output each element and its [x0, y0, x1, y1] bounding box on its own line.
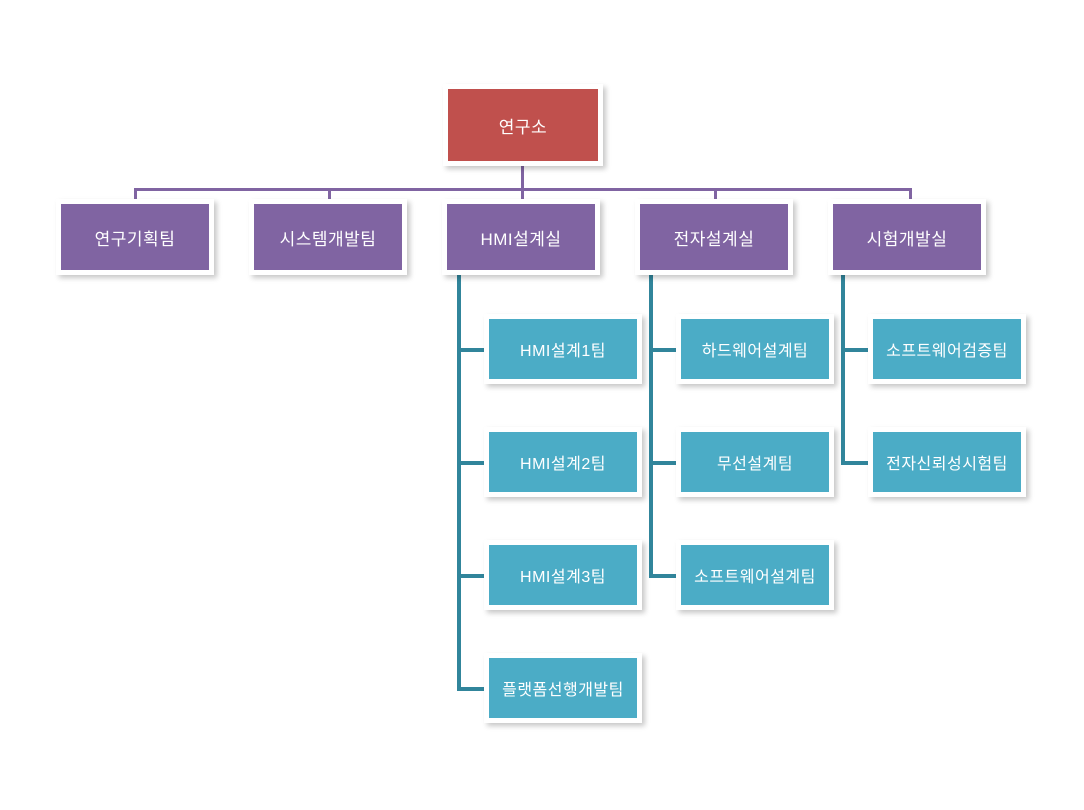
node-label: HMI설계1팀 [520, 343, 606, 360]
node-label: 시스템개발팀 [279, 229, 377, 249]
node-division-system-development[interactable]: 시스템개발팀 [249, 199, 407, 275]
node-division-test-development[interactable]: 시험개발실 [828, 199, 986, 275]
connector-root-stem [521, 166, 524, 190]
node-label: 전자설계실 [673, 229, 755, 249]
node-label: 하드웨어설계팀 [701, 343, 809, 360]
node-team-hmi-design-2[interactable]: HMI설계2팀 [484, 427, 642, 497]
connector-trunk-elec [649, 275, 653, 577]
node-team-hmi-design-1[interactable]: HMI설계1팀 [484, 314, 642, 384]
node-label: 무선설계팀 [716, 456, 794, 473]
node-root-research-institute[interactable]: 연구소 [443, 84, 603, 166]
connector-trunk-test [841, 275, 845, 464]
node-label: 전자신뢰성시험팀 [886, 456, 1008, 473]
connector-drop-div1 [328, 188, 331, 203]
node-team-hmi-design-3[interactable]: HMI설계3팀 [484, 540, 642, 610]
connector-drop-div0 [134, 188, 137, 203]
node-division-hmi-design[interactable]: HMI설계실 [442, 199, 600, 275]
node-label: 소프트웨어설계팀 [694, 569, 816, 586]
node-label: HMI설계2팀 [520, 456, 606, 473]
connector-stub-hmi-team4 [457, 687, 484, 691]
node-division-electronics-design[interactable]: 전자설계실 [635, 199, 793, 275]
connector-stub-test-team1 [841, 348, 868, 352]
connector-drop-div4 [909, 188, 912, 203]
node-team-wireless-design[interactable]: 무선설계팀 [676, 427, 834, 497]
node-team-software-design[interactable]: 소프트웨어설계팀 [676, 540, 834, 610]
connector-stub-elec-team3 [649, 574, 676, 578]
connector-stub-test-team2 [841, 461, 868, 465]
node-label: 소프트웨어검증팀 [886, 343, 1008, 360]
node-label: HMI설계3팀 [520, 569, 606, 586]
connector-stub-hmi-team1 [457, 348, 484, 352]
node-team-platform-advance-development[interactable]: 플랫폼선행개발팀 [484, 653, 642, 723]
connector-stub-hmi-team2 [457, 461, 484, 465]
node-label: 플랫폼선행개발팀 [502, 682, 624, 699]
connector-stub-elec-team1 [649, 348, 676, 352]
node-label: 연구소 [498, 117, 548, 137]
node-division-research-planning[interactable]: 연구기획팀 [56, 199, 214, 275]
node-label: 연구기획팀 [94, 229, 176, 249]
node-team-hardware-design[interactable]: 하드웨어설계팀 [676, 314, 834, 384]
node-label: HMI설계실 [480, 229, 562, 249]
node-label: 시험개발실 [866, 229, 948, 249]
connector-drop-div3 [714, 188, 717, 203]
connector-stub-elec-team2 [649, 461, 676, 465]
connector-stub-hmi-team3 [457, 574, 484, 578]
connector-drop-div2 [521, 188, 524, 203]
node-team-electronics-reliability-test[interactable]: 전자신뢰성시험팀 [868, 427, 1026, 497]
connector-trunk-hmi [457, 275, 461, 690]
node-team-software-verification[interactable]: 소프트웨어검증팀 [868, 314, 1026, 384]
